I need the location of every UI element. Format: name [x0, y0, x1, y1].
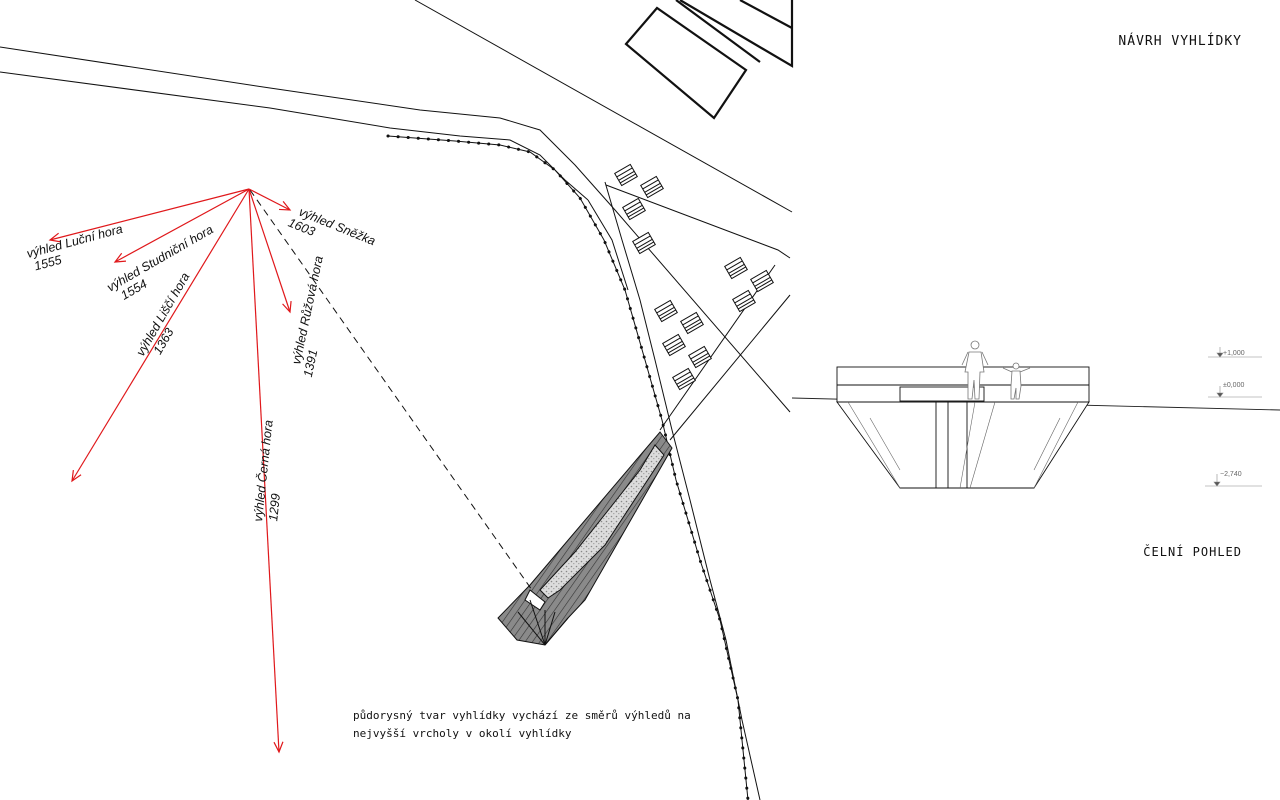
- view-label-lucni: výhled Luční hora 1555: [25, 222, 124, 274]
- building-outline: [624, 0, 794, 120]
- path-edge-right: [387, 135, 761, 800]
- view-name-lucni: výhled Luční hora: [25, 222, 124, 261]
- design-note-line-1: půdorysný tvar vyhlídky vychází ze směrů…: [353, 709, 691, 722]
- arrow-ruzova-head: [282, 300, 292, 314]
- view-elevation-ruzova: 1391: [301, 348, 320, 378]
- level-top: +1,000: [1223, 350, 1245, 357]
- arrow-lisci-line: [71, 188, 250, 482]
- arrow-snezka-head: [278, 201, 292, 211]
- design-note-line-2: nejvyšší vrcholy v okolí vyhlídky: [353, 727, 572, 740]
- level-markers: [1205, 347, 1262, 487]
- level-bottom: −2,740: [1220, 471, 1242, 478]
- arrow-studnicni-head: [113, 252, 127, 263]
- view-elevation-lucni: 1555: [33, 253, 64, 274]
- path-edge-left: [386, 134, 750, 800]
- front-elevation: [791, 366, 1280, 489]
- bench-blocks: [614, 163, 774, 391]
- front-view-label: ČELNÍ POHLED: [1143, 545, 1242, 559]
- view-label-snezka: výhled Sněžka 1603: [286, 205, 377, 248]
- arrow-ruzova-line: [248, 188, 291, 313]
- view-arrows: [48, 188, 292, 754]
- arrow-lucni-head: [48, 232, 61, 243]
- arrow-cerna-line: [248, 188, 280, 753]
- design-note: půdorysný tvar vyhlídky vychází ze směrů…: [353, 707, 691, 743]
- view-elevation-cerna: 1299: [266, 493, 283, 522]
- level-ground: ±0,000: [1223, 382, 1244, 389]
- view-label-cerna: výhled Černá hora 1299: [250, 419, 283, 522]
- arrow-lucni-line: [49, 188, 250, 241]
- dashed-sight-line: [249, 189, 533, 591]
- upper-diagonal-road: [414, 0, 793, 441]
- scale-figures: [961, 340, 1031, 400]
- view-label-ruzova: výhled Růžová hora 1391: [289, 255, 326, 379]
- arrow-cerna-head: [273, 741, 284, 754]
- lookout-platform-plan: [497, 431, 673, 646]
- arrow-snezka-line: [248, 188, 291, 211]
- arrow-studnicni-line: [114, 188, 250, 263]
- drawing-title: NÁVRH VYHLÍDKY: [1118, 34, 1242, 49]
- arrow-lisci-head: [71, 470, 82, 483]
